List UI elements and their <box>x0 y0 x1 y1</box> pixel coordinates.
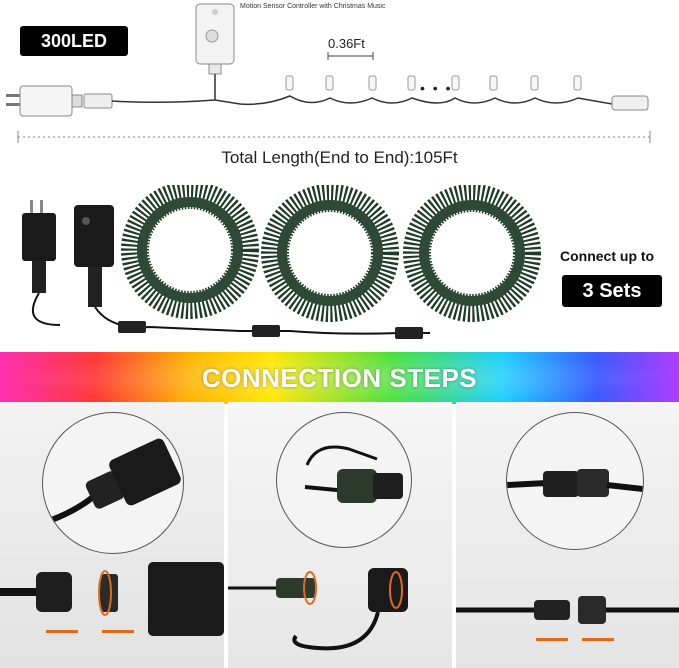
step-2-cable-photo <box>228 568 408 651</box>
light-coil-2-icon <box>261 185 399 322</box>
controller-caption: Motion Sensor Controller with Christmas … <box>240 3 386 10</box>
three-sets-badge: 3 Sets <box>562 275 662 307</box>
total-length-label: Total Length(End to End):105Ft <box>221 148 458 167</box>
step-1-cable-photo <box>0 562 224 636</box>
light-coil-1-icon <box>121 185 259 319</box>
led-count-badge: 300LED <box>20 26 128 56</box>
connection-steps-banner: CONNECTION STEPS <box>0 352 679 404</box>
step-panel-2 <box>228 402 452 668</box>
step-3-zoom-circle <box>506 412 644 550</box>
connect-up-to-text: Connect up to <box>560 248 655 264</box>
step-3-cable-photo <box>456 596 679 624</box>
step-1-zoom-circle <box>42 412 184 554</box>
banner-title: CONNECTION STEPS <box>201 363 478 393</box>
step-2-zoom-circle <box>276 412 412 548</box>
light-string-diagram <box>6 3 651 143</box>
ellipsis-dots: • • • <box>420 80 453 96</box>
step-panel-3 <box>456 402 679 668</box>
power-adapter-icon <box>6 85 113 117</box>
step-panel-1 <box>0 402 224 668</box>
remote-controller-icon <box>74 205 114 307</box>
arrow-left-icon <box>46 630 78 633</box>
light-coil-3-icon <box>403 185 541 322</box>
three-sets-diagram <box>22 185 541 339</box>
plug-adapter-icon <box>22 200 61 326</box>
arrow-right-icon <box>536 638 568 641</box>
bulb-spacing-label: 0.36Ft <box>328 36 365 51</box>
arrow-right-icon <box>102 630 134 633</box>
arrow-left-icon <box>582 638 614 641</box>
controller-box-icon <box>195 3 235 100</box>
